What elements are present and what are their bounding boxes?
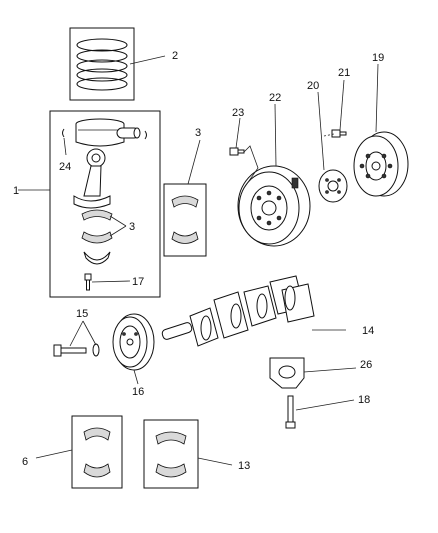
adapter-plate [318,169,348,203]
rod-cap [83,251,111,265]
bearing-set-13-box [143,419,199,489]
callout-3-main: 3 [195,127,201,139]
callout-18: 18 [358,394,370,406]
snap-ring-left [62,128,65,138]
main-bearing-upper [171,195,199,208]
connecting-rod [73,148,111,209]
bolt-23-guide [243,145,259,189]
piston-pin [116,127,141,139]
callout-26: 26 [360,359,372,371]
piston-rings-box [69,27,135,101]
callout-22: 22 [269,92,281,104]
bearing-set-6-box [71,415,123,489]
adapter-bolt [331,129,347,138]
main-bearing-cap [269,357,305,389]
piston-rod-assembly-box [49,110,161,298]
damper-washer [92,343,100,357]
damper-bolt [53,344,87,357]
callout-15: 15 [76,308,88,320]
bearing-6-upper [83,427,111,441]
callout-24: 24 [59,161,71,173]
callout-14: 14 [362,325,374,337]
rod-bearing-upper [81,209,113,221]
callout-20: 20 [307,80,319,92]
bearing-13-lower [155,463,187,478]
main-bearing-lower [171,231,199,244]
damper-pulley [112,313,155,371]
leader-lines [18,55,379,466]
callout-17: 17 [132,276,144,288]
rod-bearing-lower [81,231,113,244]
callout-2: 2 [172,50,178,62]
rod-cap-bolt [84,273,92,291]
crankshaft [161,275,315,347]
callout-3-rod: 3 [129,221,135,233]
flexplate-bolt [229,147,245,156]
piston-rings [76,38,128,91]
callout-19: 19 [372,52,384,64]
bearing-6-lower [83,463,111,478]
callout-16: 16 [132,386,144,398]
snap-ring-right [144,130,147,140]
bearing-13-upper [155,431,187,445]
callout-1: 1 [13,185,19,197]
flywheel [353,131,409,197]
callout-23: 23 [232,107,244,119]
main-bearing-box [163,183,207,257]
main-cap-bolt [285,395,296,429]
flexplate [237,165,311,247]
callout-21: 21 [338,67,350,79]
callout-6: 6 [22,456,28,468]
callout-13: 13 [238,460,250,472]
piston [75,118,125,147]
